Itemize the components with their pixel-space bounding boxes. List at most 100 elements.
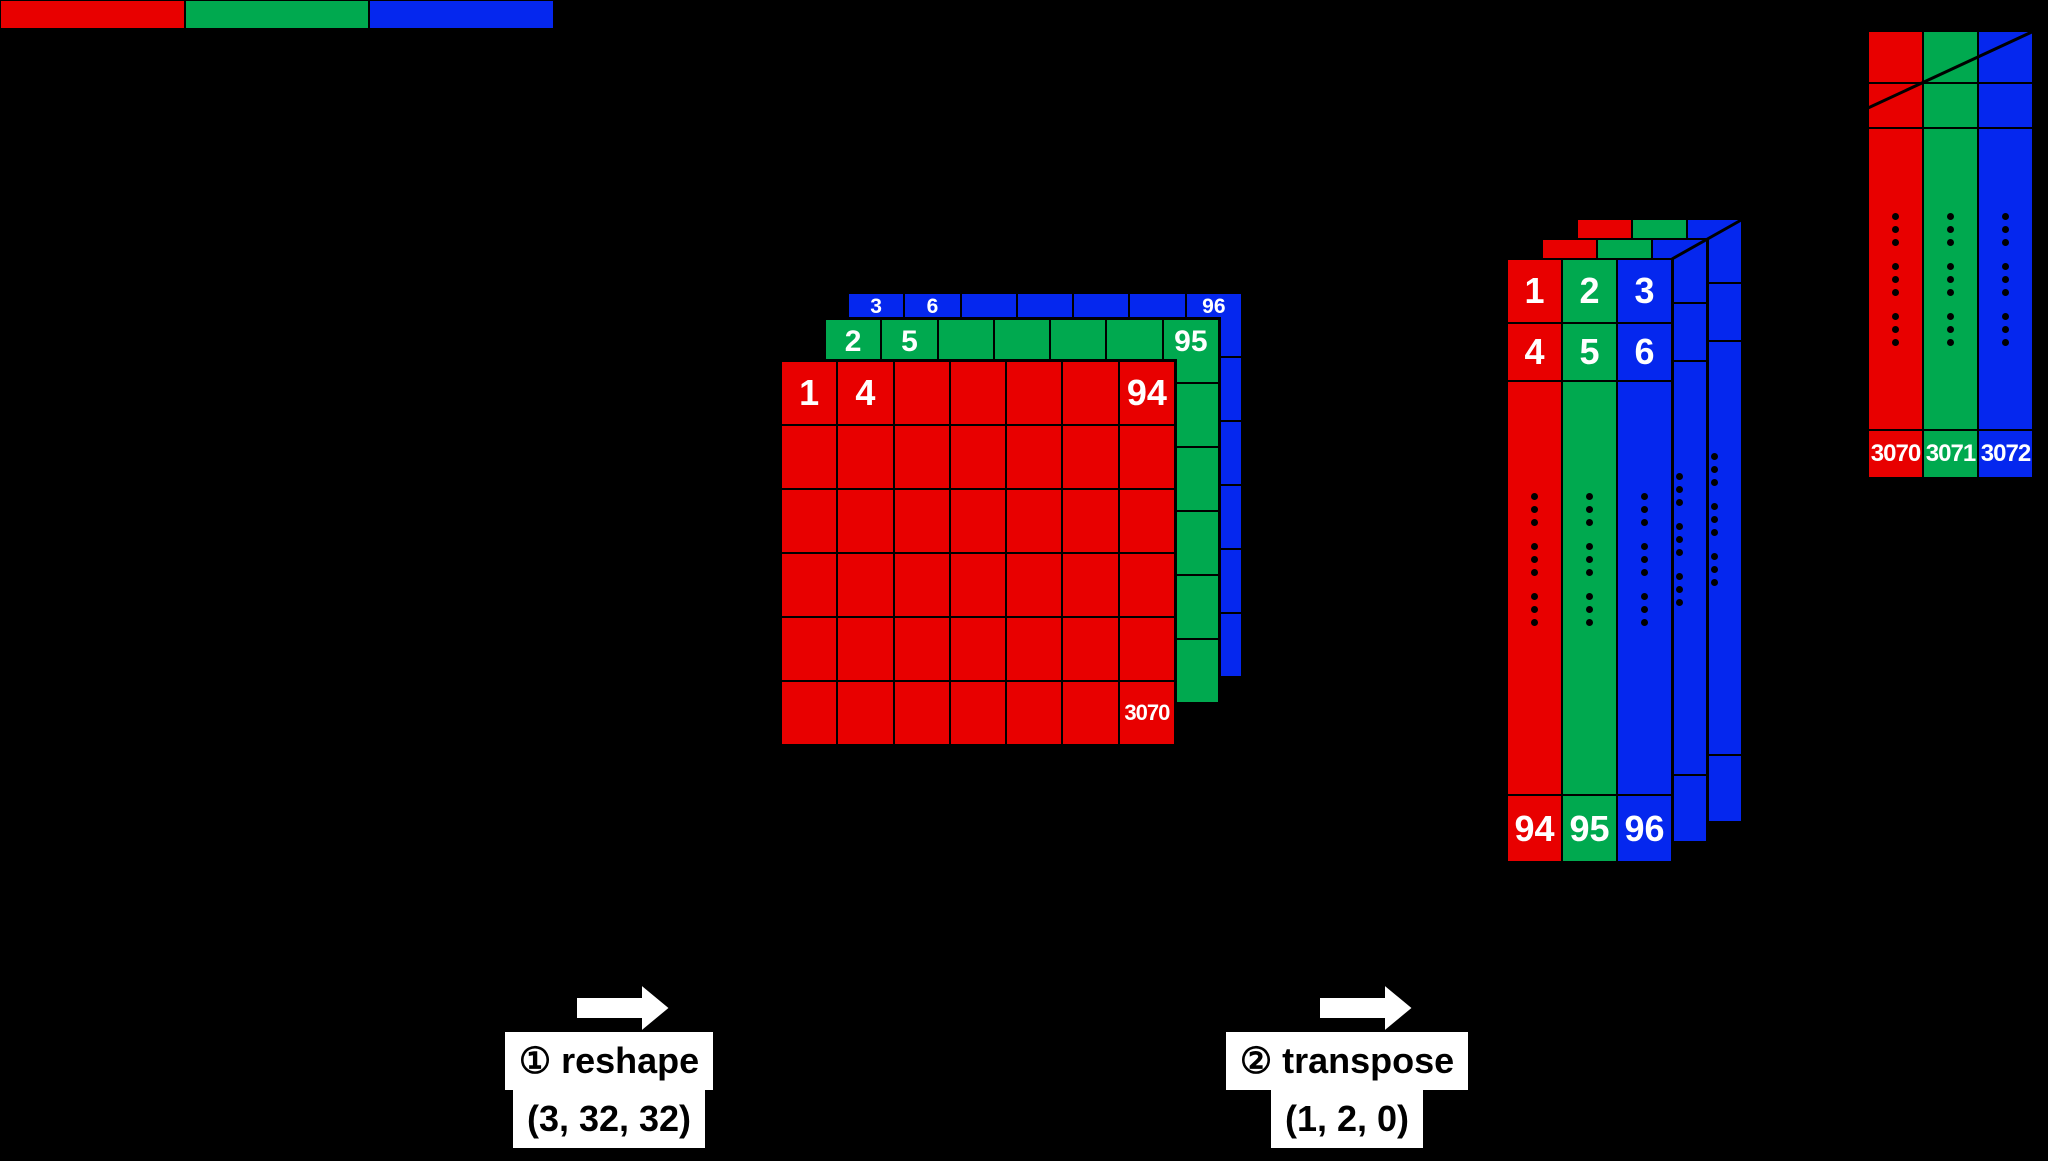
dot: [1586, 618, 1593, 626]
reshape-cell-red: [949, 553, 1007, 617]
dot: [1676, 585, 1683, 593]
reshape-cell-value: 3070: [1124, 700, 1170, 725]
dot-group: [1711, 452, 1718, 486]
step2-arrow-icon: [1318, 982, 1415, 1034]
dot: [1586, 605, 1593, 613]
transpose-cell-blue: 3: [1617, 260, 1672, 322]
dot: [1676, 598, 1683, 606]
transpose-cell-value: 2: [1579, 270, 1600, 311]
flatten-cell-value: 3072: [1980, 440, 2031, 467]
reshape-cell-value: 96: [1202, 295, 1226, 318]
reshape-cell-red: [1118, 425, 1175, 489]
transpose-cell-red: 4: [1507, 324, 1562, 380]
transpose-cell-value: 1: [1524, 270, 1545, 311]
dot-group: [1947, 312, 1954, 346]
dot-group: [1892, 212, 1899, 246]
dot: [1586, 492, 1593, 500]
step1-label: ① reshape (3, 32, 32): [478, 1032, 740, 1148]
dot: [2002, 212, 2009, 220]
dot: [1711, 565, 1718, 573]
dot-group: [1676, 522, 1683, 556]
step1-shape-text: (3, 32, 32): [512, 1090, 706, 1148]
step1-arrow-icon: [575, 982, 672, 1034]
dot: [1641, 518, 1648, 526]
flatten-cell-green: [1923, 84, 1978, 127]
vertical-ellipsis-icon: [1924, 129, 1977, 429]
dot: [1531, 605, 1538, 613]
dot-group: [1947, 262, 1954, 296]
dot: [1711, 552, 1718, 560]
reshape-cell-red: 94: [1118, 361, 1175, 425]
flatten-cell-value: 3071: [1925, 440, 1976, 467]
flatten-cell-red: [1868, 129, 1923, 429]
dot: [1641, 605, 1648, 613]
dot-group: [1676, 572, 1683, 606]
flatten-cell-red: [1868, 32, 1923, 82]
dot: [1892, 262, 1899, 270]
dot: [1676, 498, 1683, 506]
reshape-cell-red: 3070: [1118, 681, 1175, 745]
vertical-ellipsis-icon: [1688, 342, 1741, 754]
dot: [2002, 312, 2009, 320]
dot-group: [1711, 552, 1718, 586]
dot-group: [1676, 472, 1683, 506]
dot-group: [2002, 212, 2009, 246]
reshape-cell-red: [1006, 681, 1063, 745]
vertical-ellipsis-icon: [1618, 382, 1671, 794]
dot-group: [1947, 212, 1954, 246]
transpose-cell-blue: 96: [1617, 796, 1672, 861]
flat-array-segment-green: [184, 0, 370, 29]
dot: [1586, 518, 1593, 526]
reshape-cell-red: [1062, 361, 1119, 425]
dot: [1947, 212, 1954, 220]
dot: [1947, 325, 1954, 333]
transpose-cell-red: 94: [1507, 796, 1562, 861]
transpose-cell-green: [1562, 382, 1617, 794]
dot: [1531, 618, 1538, 626]
flatten-cell-blue: [1978, 129, 2033, 429]
reshape-cell-value: 4: [855, 372, 876, 413]
flatten-cell-green: [1923, 129, 1978, 429]
reshape-cell-red: [1062, 489, 1119, 553]
dot-group: [1892, 262, 1899, 296]
transpose-band: [1507, 380, 1672, 794]
reshape-cell-value: 95: [1174, 325, 1208, 358]
dot-group: [1586, 492, 1593, 526]
reshape-cell-red: [781, 489, 838, 553]
dot: [1892, 225, 1899, 233]
dot: [1711, 578, 1718, 586]
dot: [2002, 262, 2009, 270]
flatten-cell-blue: [1978, 32, 2033, 82]
dot: [1641, 568, 1648, 576]
dot: [1947, 312, 1954, 320]
reshape-cell-red: [893, 361, 950, 425]
transpose-cell-value: 3: [1634, 270, 1655, 311]
dot: [1676, 472, 1683, 480]
dot: [1531, 492, 1538, 500]
dot: [1531, 518, 1538, 526]
reshape-cell-red: 1: [781, 361, 838, 425]
reshape-cell-red: [781, 553, 838, 617]
reshape-cell-red: [1062, 617, 1119, 681]
dot: [1711, 452, 1718, 460]
reshape-cell-red: [893, 681, 950, 745]
dot: [1641, 592, 1648, 600]
dot: [1892, 212, 1899, 220]
reshape-cell-red: [1062, 681, 1119, 745]
flatten-cell-green: [1923, 32, 1978, 82]
dot: [1531, 555, 1538, 563]
dot: [1711, 515, 1718, 523]
transpose-cell-blue: [1617, 382, 1672, 794]
flatten-cell-green: 3071: [1923, 431, 1978, 477]
dot: [2002, 275, 2009, 283]
dot: [1947, 338, 1954, 346]
dot: [1531, 592, 1538, 600]
dot-group: [1531, 542, 1538, 576]
dot-group: [1711, 502, 1718, 536]
transpose-cell-green: 95: [1562, 796, 1617, 861]
dot: [2002, 288, 2009, 296]
reshape-cell-red: [837, 617, 894, 681]
